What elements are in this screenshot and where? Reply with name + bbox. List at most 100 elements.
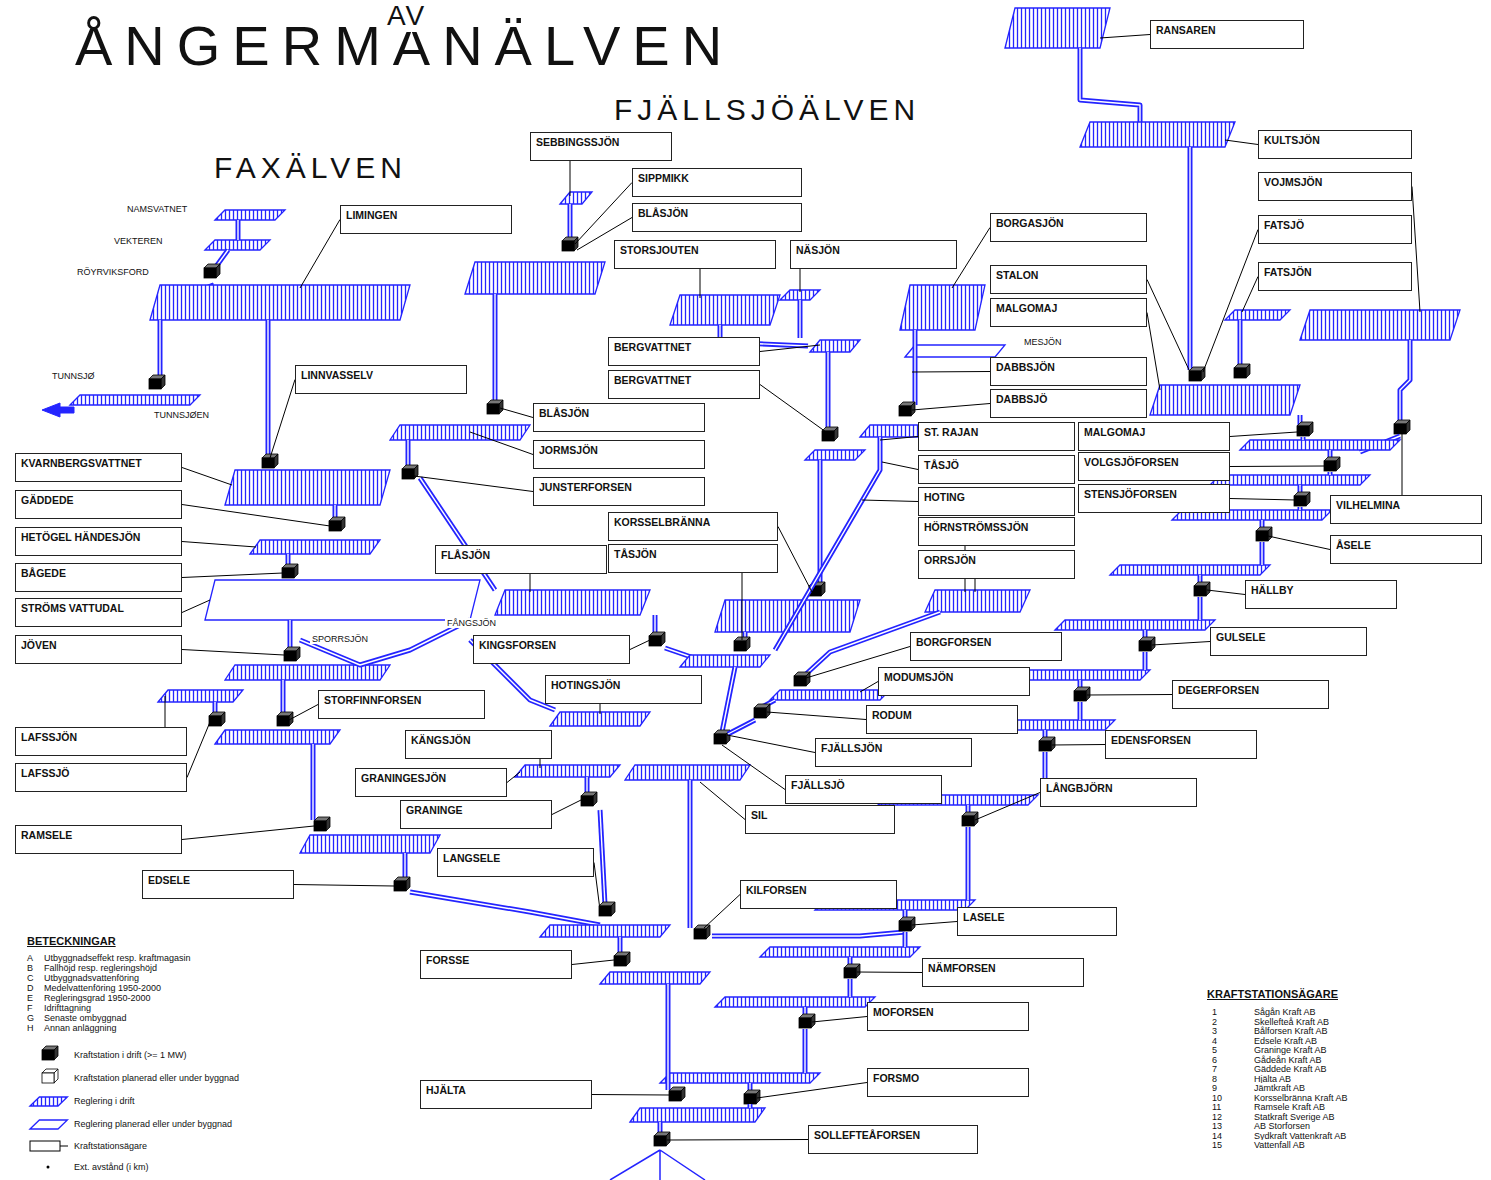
legend-dot-sample [47,1166,50,1169]
river-channel [1400,340,1410,423]
leader-line [700,782,745,820]
station-box: MODUMSJÖN [878,667,1030,696]
reservoir [1110,565,1270,575]
station-front [1394,424,1406,434]
map-label: VEKTEREN [112,236,165,246]
station-name: KINGSFORSEN [479,639,624,651]
legend-note: Idrifttagning [42,1003,93,1013]
river-channel-core [1144,652,1145,670]
river-channel [1080,48,1140,122]
river-channel-core [1299,485,1300,492]
leader-line [975,793,1040,821]
reservoir [1055,620,1215,630]
river-channel [281,680,286,714]
river-channel [1238,320,1243,367]
owner-number: 14 [1210,1131,1224,1141]
station-name: NÄSJÖN [796,244,951,256]
legend-note: Utbyggnadsvattenföring [42,973,141,983]
station-side [294,564,298,578]
legend-note: Medelvattenföring 1950-2000 [42,983,163,993]
river-channel [903,910,908,917]
river-channel-core [1199,597,1200,620]
station-name: STALON [996,269,1141,281]
station-front [487,404,499,414]
station-name: HOTING [924,491,1069,503]
leader-line [594,863,600,911]
leader-line [182,600,210,613]
river-channel-core [904,932,905,947]
owner-name: Bålforsen Kraft AB [1252,1026,1330,1036]
station-box: BORGASJÖN [990,213,1147,242]
river-channel [493,294,498,402]
station-name: HOTINGSJÖN [551,679,696,691]
leader-line [182,505,330,527]
leader-line [289,705,318,721]
station-box: HJÄLTA [420,1080,592,1109]
station-side [54,1069,58,1083]
map-label: TUNNSJØEN [152,410,211,420]
station-box: DEGERFORSEN [1172,680,1329,709]
station-name: EDSELE [148,874,288,886]
station-box: FATSJÖN [1258,262,1412,291]
station-box: MOFORSEN [867,1002,1029,1031]
station-side [221,712,225,726]
river-channel-core [728,720,755,734]
leader-line [700,269,701,298]
station-box: SIPPMIKK [632,168,802,197]
station-box: KULTSJÖN [1258,130,1412,159]
legend-text: Reglering planerad eller under byggnad [74,1119,232,1130]
river-channel-core [775,437,880,650]
station-side [1309,422,1313,436]
legend-note: Fallhöjd resp. regleringshöjd [42,963,159,973]
legend-text: Kraftstationsägare [74,1141,147,1152]
reservoir [660,1073,820,1083]
station-box: FLÅSJÖN [435,545,607,574]
leader-line [1152,642,1210,646]
station-name: BÅGEDE [21,567,176,579]
station-side [766,704,770,718]
reservoir [540,925,670,937]
river-channel-core [712,932,905,936]
river-channel-core [967,805,968,812]
station-name: FORSMO [873,1072,1023,1084]
river-channel [1260,520,1265,527]
station-side [296,647,300,661]
station-name: ORRSJÖN [924,554,1069,566]
owner-name: Sågån Kraft AB [1252,1007,1318,1017]
leader-line [182,468,232,486]
station-name: RAMSELE [21,829,176,841]
station-front [649,636,661,646]
station-front [1194,586,1206,596]
legend-box-sample [30,1141,60,1151]
station-box: BLÅSJÖN [533,403,705,432]
owner-name: Gådeån Kraft AB [1252,1055,1324,1065]
station-name: MOFORSEN [873,1006,1023,1018]
station-side [1206,582,1210,596]
reservoir [810,340,860,352]
reservoir [1240,440,1400,450]
station-front [794,676,806,686]
river-channel [966,827,971,900]
station-name: BORGASJÖN [996,217,1141,229]
station-front [282,568,294,578]
station-front [822,431,834,441]
station-side [1406,420,1410,434]
station-box: HÄLLBY [1245,580,1397,609]
station-front [1074,691,1086,701]
legend-note: Utbyggnadseffekt resp. kraftmagasin [42,953,192,963]
station-front [694,929,706,939]
station-box: VOJMSJÖN [1258,172,1412,201]
station-side [341,517,345,531]
river-name: FJÄLLSJÖÄLVEN [612,92,922,127]
map-label: NAMSVATNET [125,204,189,214]
station-name: KILFORSEN [746,884,891,896]
reservoir [30,1120,67,1129]
river-channel [410,892,600,925]
station-name: FATSJÖN [1264,266,1406,278]
station-front [277,716,289,726]
leader-line [975,579,976,592]
station-front [209,716,221,726]
river-channel [913,330,918,405]
station-front [1324,461,1336,471]
leader-line [1402,434,1403,495]
